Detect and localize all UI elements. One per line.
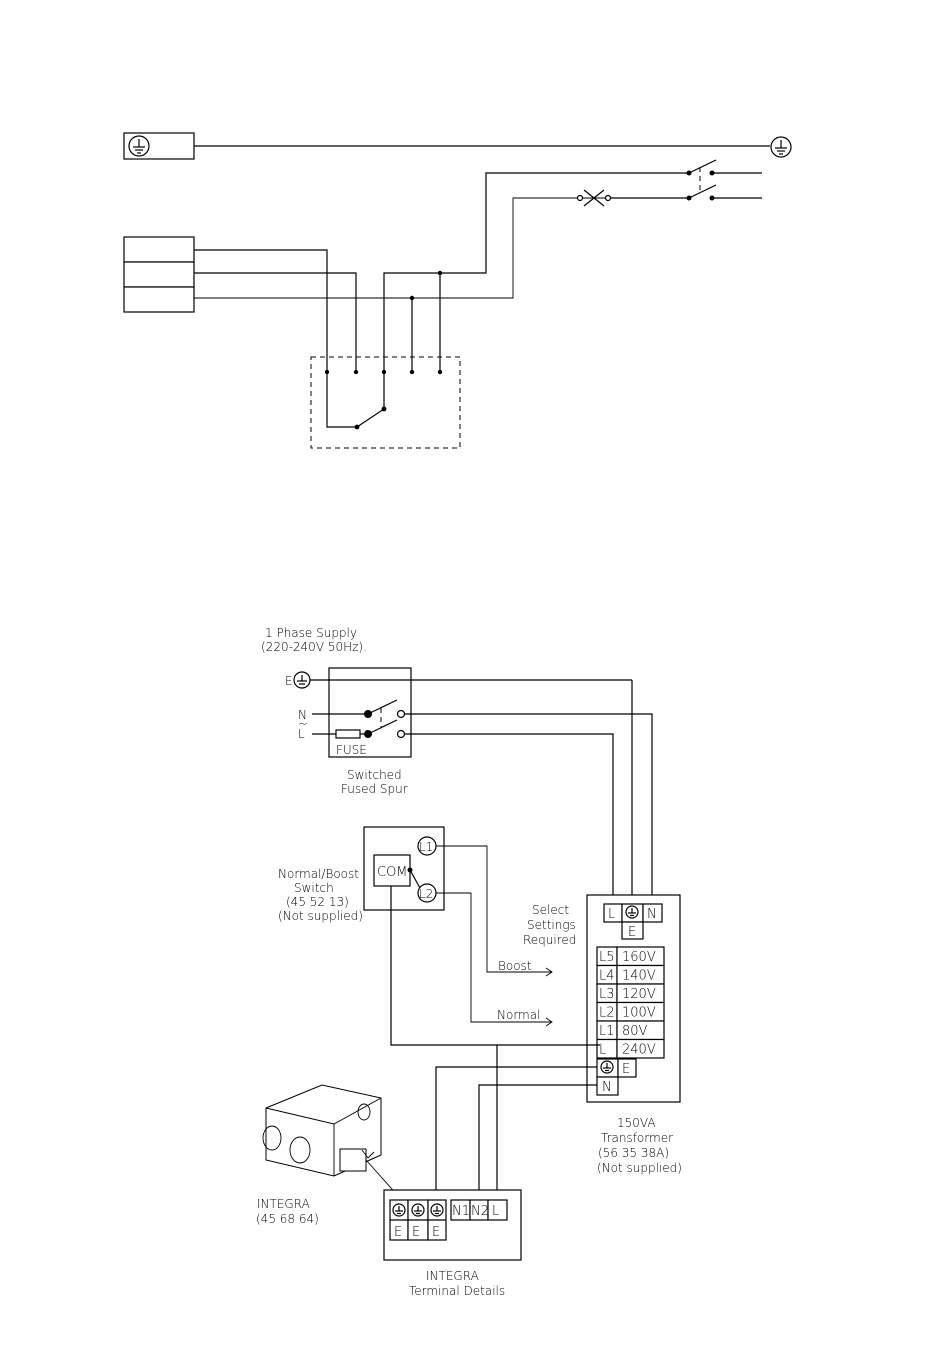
earth-symbol-icon	[128, 135, 150, 157]
tap-label: L3	[599, 987, 615, 1002]
normal-arrow-icon: Normal	[497, 1008, 553, 1027]
spur-l-label: L	[298, 727, 305, 741]
svg-text:Select: Select	[532, 903, 569, 917]
earth-terminal-box	[123, 132, 195, 160]
voltage-label: 100V	[622, 1006, 656, 1021]
integra-code: (45 68 64)	[256, 1212, 319, 1226]
boost-arrow-icon: Boost	[498, 959, 553, 977]
svg-text:INTEGRA: INTEGRA	[426, 1269, 479, 1283]
svg-text:N: N	[647, 907, 657, 922]
integra-terminal-label: E	[412, 1225, 420, 1240]
integra-terminal-label: E	[394, 1225, 402, 1240]
integra-terminal-label: L	[492, 1204, 499, 1219]
earth-symbol-icon	[392, 1203, 406, 1217]
svg-text:Terminal Details: Terminal Details	[409, 1284, 505, 1298]
terminal-box-3	[123, 286, 195, 313]
lamp-icon	[576, 189, 612, 207]
integra-unit-icon: INTEGRA (45 68 64)	[256, 1084, 401, 1226]
voltage-label: 160V	[622, 950, 656, 965]
voltage-label: 140V	[622, 969, 656, 984]
svg-text:Settings: Settings	[527, 918, 576, 932]
integra-terminal-label: N2	[471, 1204, 489, 1219]
svg-text:(Not supplied): (Not supplied)	[278, 909, 363, 923]
svg-text:Required: Required	[523, 933, 576, 947]
svg-text:Boost: Boost	[498, 959, 532, 973]
supply-label: 1 Phase Supply (220-240V 50Hz).	[261, 626, 367, 654]
svg-text:N: N	[602, 1080, 612, 1095]
wire-4	[383, 172, 688, 372]
earth-symbol-icon	[411, 1203, 425, 1217]
terminal-box-2	[123, 261, 195, 288]
tap-label: L5	[599, 950, 615, 965]
earth-symbol-icon	[293, 671, 311, 689]
tx-terminal-n	[642, 903, 663, 923]
voltage-label: 240V	[622, 1043, 656, 1058]
fuse-icon	[335, 729, 361, 739]
svg-text:Fused Spur: Fused Spur	[341, 782, 408, 796]
spur-n-label: N	[298, 708, 307, 722]
svg-text:150VA: 150VA	[617, 1116, 656, 1130]
com-terminal	[373, 854, 411, 887]
tap-label: L4	[599, 969, 615, 984]
spur-e-label: E	[285, 674, 293, 688]
earth-symbol-icon	[600, 1060, 614, 1074]
svg-text:(56 35 38A): (56 35 38A)	[598, 1146, 669, 1160]
svg-text:L1: L1	[419, 840, 433, 854]
dashed-enclosure	[310, 356, 461, 449]
voltage-label: 120V	[622, 987, 656, 1002]
top-schematic	[123, 132, 792, 449]
svg-text:(Not supplied): (Not supplied)	[597, 1161, 682, 1175]
integra-terminal-l	[487, 1199, 508, 1221]
integra-terminal-label: N1	[452, 1204, 470, 1219]
wire-1	[194, 249, 357, 428]
svg-text:1 Phase Supply: 1 Phase Supply	[265, 626, 357, 640]
wire-2	[194, 272, 357, 372]
spur-tilde: ~	[298, 717, 308, 731]
svg-text:Normal/Boost: Normal/Boost	[278, 867, 359, 881]
svg-text:E: E	[622, 1062, 630, 1077]
svg-text:(220-240V 50Hz).: (220-240V 50Hz).	[261, 640, 367, 654]
svg-text:Switched: Switched	[347, 768, 402, 782]
svg-text:COM: COM	[377, 865, 408, 880]
svg-text:E: E	[628, 925, 636, 940]
earth-symbol-icon	[430, 1203, 444, 1217]
fuse-label: FUSE	[336, 743, 367, 757]
svg-text:Transformer: Transformer	[601, 1131, 673, 1145]
tap-label: L2	[599, 1006, 615, 1021]
internal-switch-icon	[354, 372, 387, 430]
voltage-label: 80V	[622, 1024, 648, 1039]
svg-text:L: L	[608, 907, 615, 922]
earth-symbol-icon	[770, 136, 792, 158]
integra-terminal-label: E	[432, 1225, 440, 1240]
svg-text:L2: L2	[419, 887, 433, 901]
voltage-cell	[616, 1038, 665, 1059]
tx-terminal-n-bottom	[596, 1076, 619, 1096]
terminal-box-1	[123, 236, 195, 263]
normal-boost-switch: COM L1 L2 Normal/Boost Switch (45 52 13)…	[278, 826, 552, 1208]
integra-name: INTEGRA	[257, 1197, 310, 1211]
wire-3	[194, 197, 578, 299]
switched-fused-spur: E N ~ L FUSE Switched Fused Spur	[285, 667, 653, 905]
svg-text:Normal: Normal	[497, 1008, 540, 1022]
svg-text:Switch: Switch	[294, 881, 334, 895]
transformer: Select Settings Required L E N L5 160V L4 1…	[435, 894, 682, 1208]
svg-text:(45 52 13): (45 52 13)	[286, 895, 349, 909]
double-pole-switch-icon	[686, 159, 762, 201]
earth-symbol-icon	[625, 905, 639, 919]
tap-table: L5 160V L4 140V L3 120V L2 100V L1 80V L 240V	[596, 946, 665, 1059]
tap-label: L1	[599, 1024, 615, 1039]
tap-label: L	[599, 1043, 606, 1058]
